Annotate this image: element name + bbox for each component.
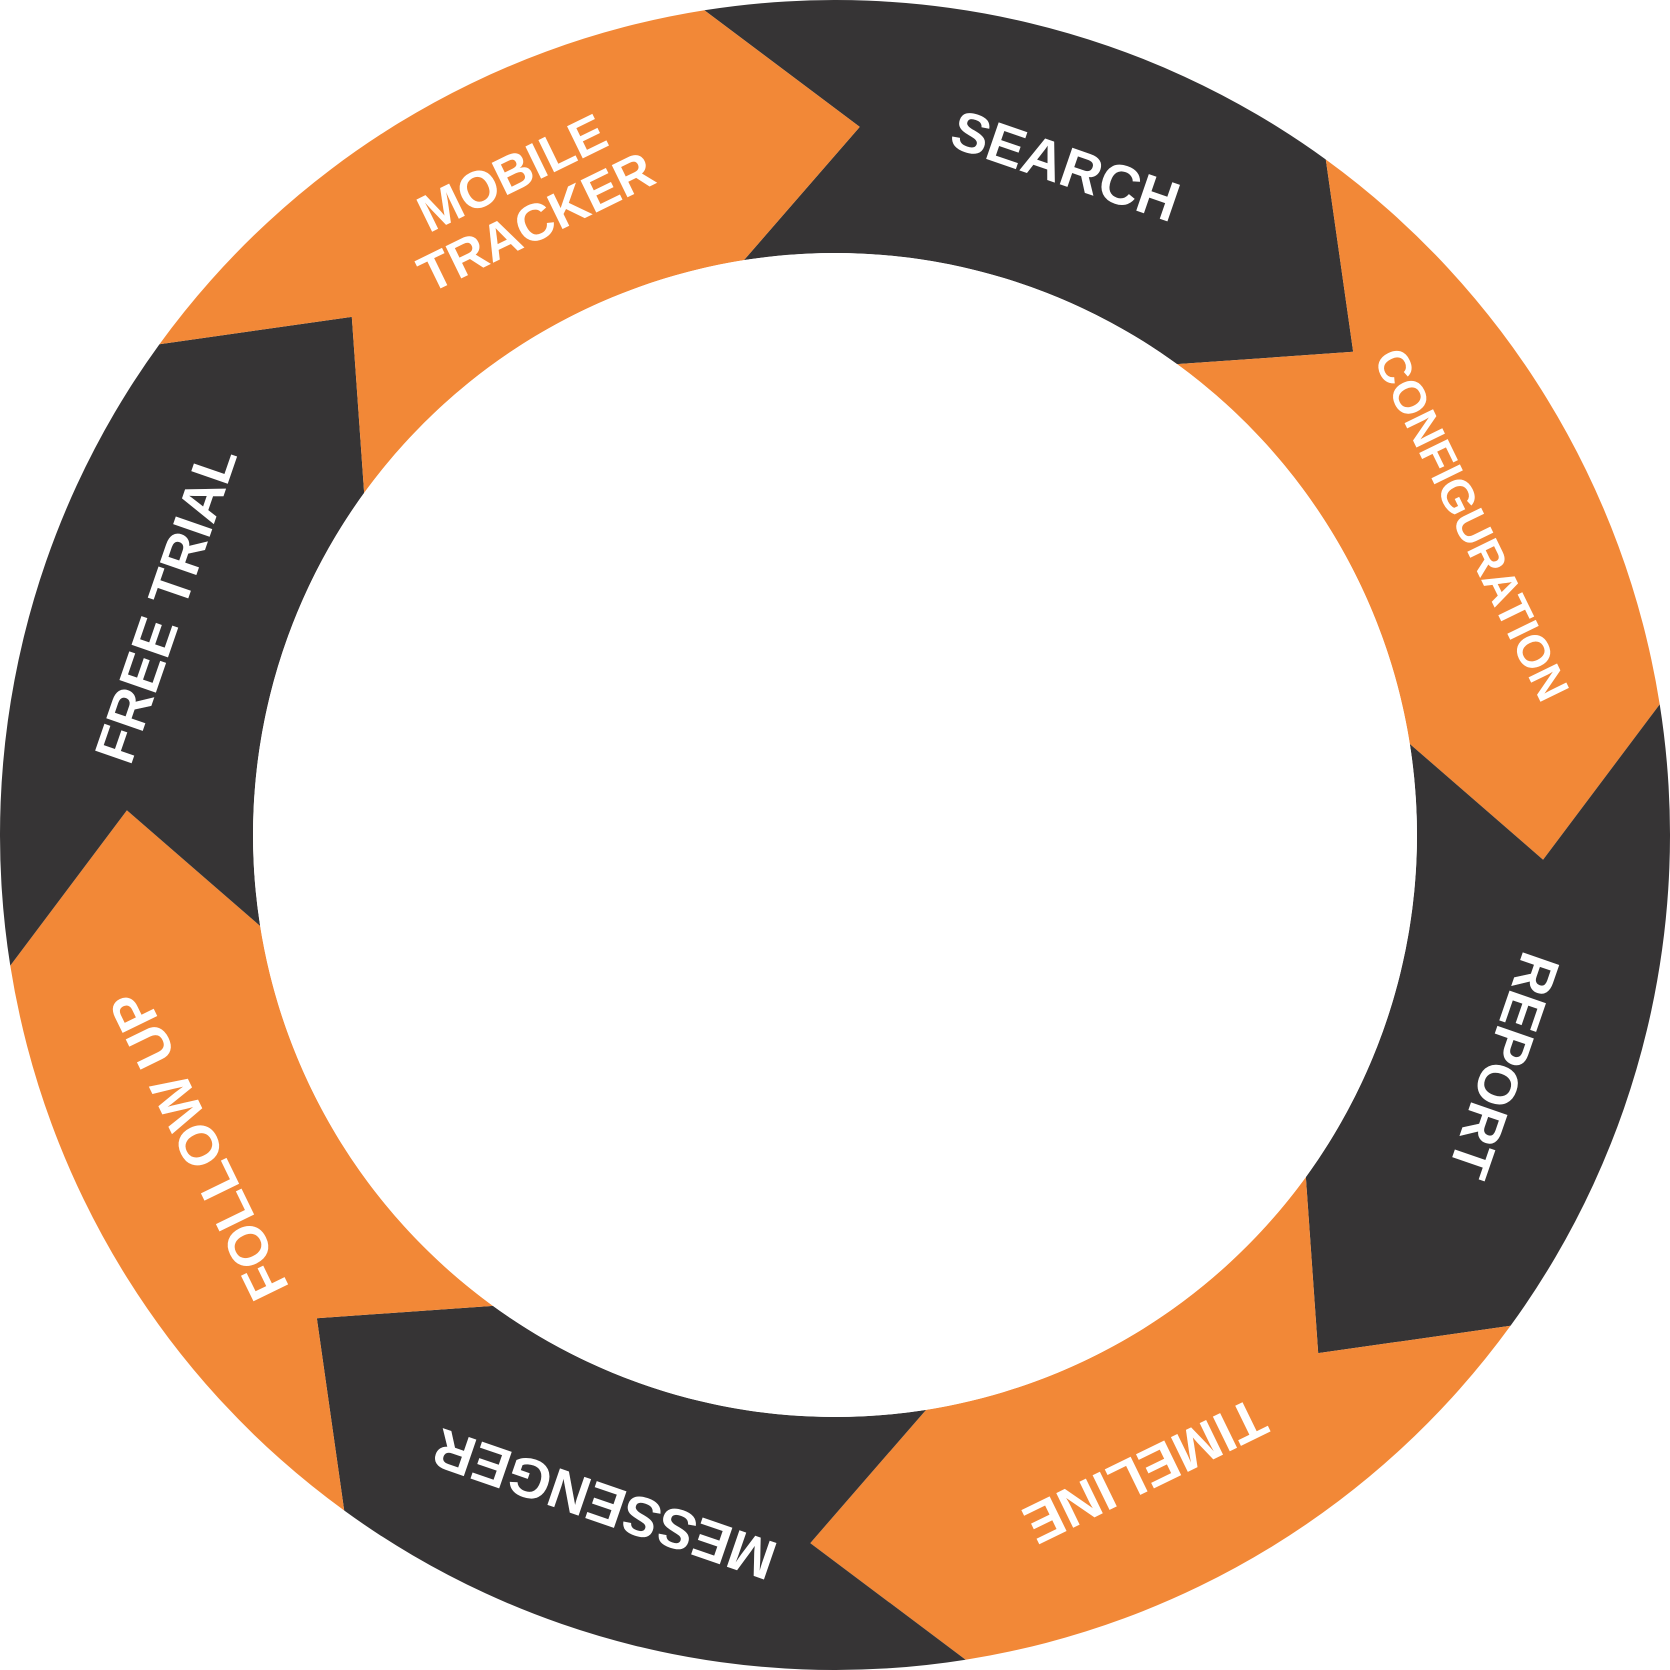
- inner-hole: [253, 253, 1417, 1417]
- segment-free-trial: [0, 316, 365, 966]
- segment-messenger: [316, 1305, 966, 1670]
- segment-search: [704, 0, 1354, 365]
- segment-report: [1305, 704, 1670, 1354]
- segment-mobile-tracker: [159, 10, 860, 493]
- segment-timeline: [810, 1177, 1511, 1660]
- segment-follow-up: [10, 810, 493, 1511]
- segment-configuration: [1177, 159, 1660, 860]
